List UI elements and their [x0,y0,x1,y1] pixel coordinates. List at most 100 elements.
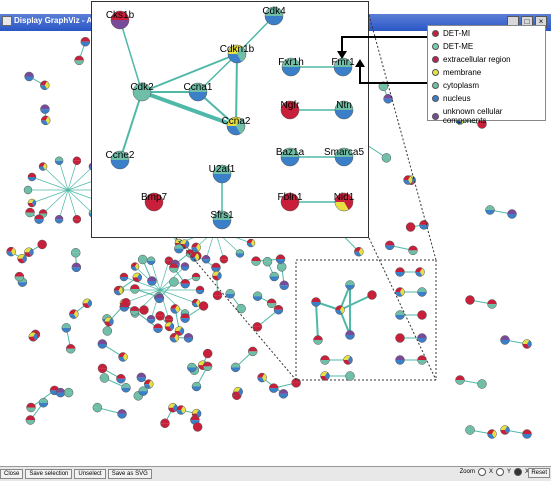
graph-node [466,296,475,305]
close-button[interactable]: Close [0,469,23,479]
graph-node [501,426,510,435]
graph-node [321,372,330,381]
graph-node [220,255,228,263]
graph-node [120,273,128,281]
graph-node [137,373,146,382]
graph-node [248,347,257,356]
graph-node [147,315,155,323]
graph-node [100,373,109,382]
unselect-button[interactable]: Unselect [74,469,105,479]
legend-label: cytoplasm [443,81,479,90]
graph-node [156,311,165,320]
node-label: Cdk2 [130,82,154,93]
reset-button[interactable]: Reset [528,468,550,478]
graph-node [35,215,44,224]
graph-node [192,273,200,281]
graph-edge [32,177,68,190]
graph-node [29,332,38,341]
graph-node [119,352,128,361]
graph-node [456,376,465,385]
node-label: U2af1 [209,164,236,175]
graph-node [234,387,243,396]
graph-node [368,291,377,300]
graph-node [116,374,125,383]
graph-node [121,298,130,307]
graph-node [418,311,427,320]
graph-node [24,186,32,194]
graph-node [177,405,186,414]
graph-node [26,208,35,217]
zoom-region-nodes [312,268,427,381]
graph-node [276,255,285,264]
graph-node [103,326,112,335]
graph-node [274,305,283,314]
graph-node [27,403,36,412]
node-label: Nid1 [334,192,355,203]
zoom-radio-x[interactable] [478,468,486,476]
graph-node [478,380,487,389]
save-selection-button[interactable]: Save selection [25,469,72,479]
graph-node [212,271,221,280]
graph-node [64,388,73,397]
graph-node [418,356,427,365]
node-label: Ccna2 [222,116,251,127]
zoom-radio-y[interactable] [496,468,504,476]
zoom-label: Zoom [460,469,475,475]
legend-item: membrane [432,68,481,77]
bottom-toolbar: Close Save selection Unselect Save as SV… [0,466,551,481]
legend-label: DET-MI [443,29,470,38]
graph-node [252,257,261,266]
graph-node [147,257,155,265]
graph-node [7,247,16,256]
graph-node [56,388,65,397]
legend-item: DET-MI [432,29,470,38]
graph-node [168,403,177,412]
graph-node [169,263,178,272]
node-label: Ccne2 [106,150,135,161]
graph-node [279,389,288,398]
graph-node [118,409,127,418]
node-label: Ccna1 [184,82,213,93]
legend-item: unknown cellular components [432,107,545,125]
graph-node [247,239,255,247]
graph-node [192,382,201,391]
graph-node [39,163,47,171]
graph-node [24,248,33,257]
graph-node [133,273,142,282]
graph-node [396,311,405,320]
legend-label: DET-ME [443,42,473,51]
graph-node [523,430,532,439]
save-svg-button[interactable]: Save as SVG [108,469,152,479]
zoom-region-edges [316,272,422,376]
zoom-radio-xy[interactable] [514,468,522,476]
legend-label: nucleus [443,94,471,103]
graph-node [192,243,201,252]
graph-node [114,286,123,295]
graph-node [404,176,413,185]
graph-node [18,254,27,263]
graph-node [418,288,427,297]
node-label: Bmp7 [141,192,168,203]
graph-node [73,215,81,223]
graph-node [69,310,78,319]
graph-node [130,306,139,315]
graph-node [408,246,417,255]
graph-node [231,363,240,372]
graph-node [40,105,49,114]
graph-node [213,291,222,300]
graph-node [181,279,190,288]
graph-node [346,281,355,290]
graph-node [26,415,35,424]
graph-node [280,281,289,290]
graph-node [181,314,190,323]
legend-swatch [432,113,439,120]
graph-node [147,277,156,286]
graph-node [66,344,75,353]
graph-node [203,349,212,358]
legend-label: unknown cellular components [443,107,545,125]
legend-item: DET-ME [432,42,473,51]
node-label: Fbln1 [277,192,302,203]
graph-node [165,322,174,331]
graph-node [396,334,405,343]
